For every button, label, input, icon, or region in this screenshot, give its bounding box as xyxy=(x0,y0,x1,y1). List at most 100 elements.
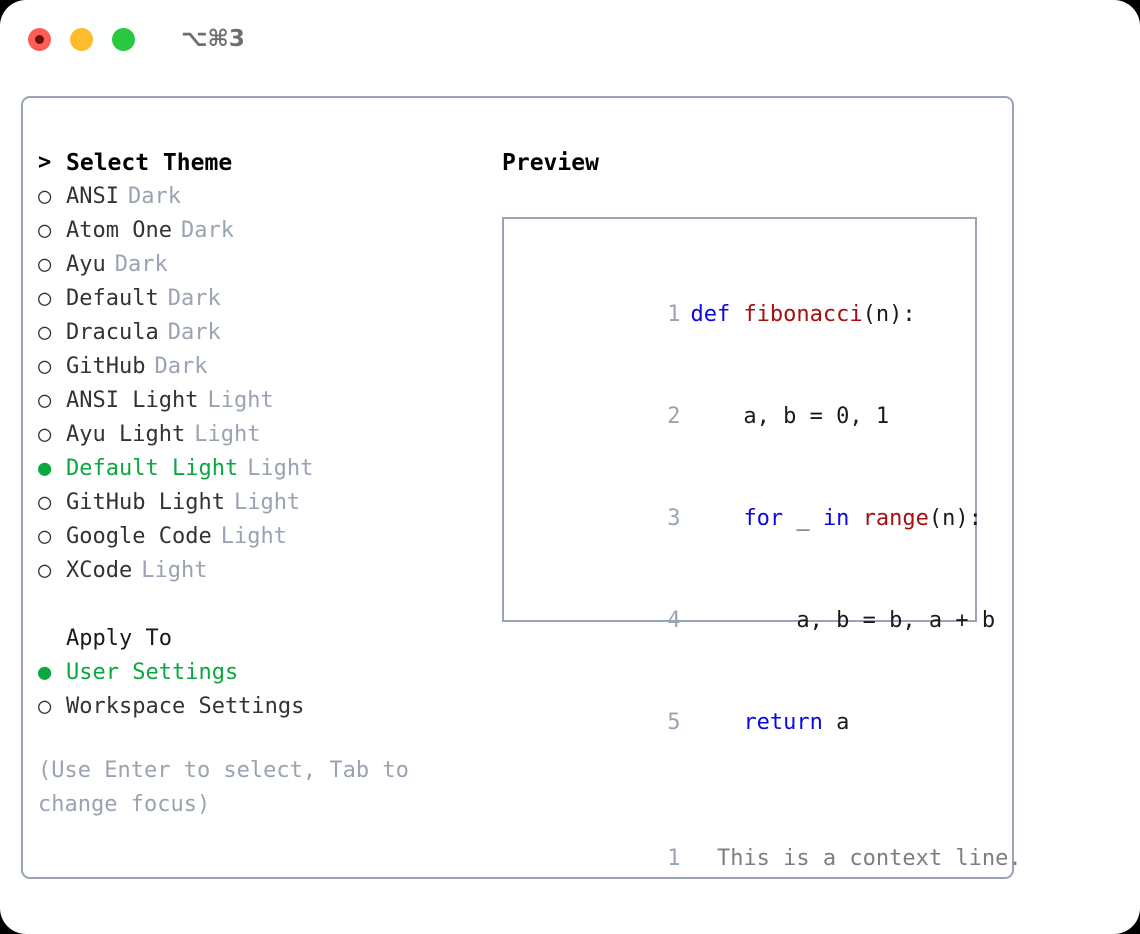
theme-option-tag: Light xyxy=(233,490,301,515)
theme-option-tag: Light xyxy=(207,388,274,413)
apply-to-heading: Apply To xyxy=(66,626,172,651)
theme-option-label: Google Code xyxy=(66,524,212,549)
theme-option-ansi-dark[interactable]: ○ ANSI Dark xyxy=(38,180,478,214)
code-line: 2 a, b = 0, 1 xyxy=(522,366,975,468)
keyboard-shortcut-label: ⌥⌘3 xyxy=(181,26,245,52)
window-titlebar: ⌥⌘3 xyxy=(0,0,1140,78)
theme-option-ayu-light[interactable]: ○ Ayu Light Light xyxy=(38,418,478,452)
theme-option-google-code[interactable]: ○ Google Code Light xyxy=(38,520,478,554)
code-token: return xyxy=(743,710,823,735)
apply-to-workspace-settings[interactable]: ○ Workspace Settings xyxy=(38,690,478,724)
code-token: def xyxy=(690,302,744,327)
code-token: for xyxy=(743,506,784,531)
radio-unselected-icon[interactable]: ○ xyxy=(38,286,52,311)
theme-option-label: GitHub Light xyxy=(66,490,225,515)
line-number: 1 xyxy=(667,302,681,327)
theme-option-tag: Dark xyxy=(167,320,221,345)
radio-selected-icon[interactable]: ● xyxy=(38,456,52,481)
theme-option-default-light[interactable]: ● Default Light Light xyxy=(38,452,478,486)
traffic-lights xyxy=(28,27,135,51)
preview-box: 1 def fibonacci (n): 2 a, b = 0, 1 3 for _… xyxy=(502,217,1022,871)
code-token xyxy=(690,506,743,531)
theme-option-label: Dracula xyxy=(66,320,159,345)
preview-heading: Preview xyxy=(502,150,599,176)
close-window-icon[interactable] xyxy=(28,27,51,51)
radio-unselected-icon[interactable]: ○ xyxy=(38,184,52,209)
select-theme-heading-label: Select Theme xyxy=(66,150,233,176)
theme-option-ayu-dark[interactable]: ○ Ayu Dark xyxy=(38,248,478,282)
code-token: fibonacci xyxy=(743,302,863,327)
theme-option-label: Atom One xyxy=(66,218,172,243)
theme-option-label: ANSI xyxy=(66,184,119,209)
line-number: 5 xyxy=(667,710,681,735)
theme-option-label: Ayu xyxy=(66,252,106,277)
radio-unselected-icon[interactable]: ○ xyxy=(38,422,52,447)
theme-option-tag: Light xyxy=(194,422,261,447)
theme-option-tag: Dark xyxy=(167,286,221,311)
theme-option-github-dark[interactable]: ○ GitHub Dark xyxy=(38,350,478,384)
line-number: 1 xyxy=(667,846,681,871)
code-token: _ xyxy=(783,506,823,531)
theme-option-tag: Light xyxy=(141,558,208,583)
theme-option-atom-one-dark[interactable]: ○ Atom One Dark xyxy=(38,214,478,248)
code-token: a xyxy=(822,710,850,735)
theme-option-label: ANSI Light xyxy=(66,388,199,413)
radio-unselected-icon[interactable]: ○ xyxy=(38,320,52,345)
radio-unselected-icon[interactable]: ○ xyxy=(38,490,52,515)
section-spacer xyxy=(38,588,478,622)
theme-option-tag: Dark xyxy=(154,354,208,379)
diff-text: This is a context line. xyxy=(703,846,1022,871)
code-token xyxy=(690,710,743,735)
code-line: 4 a, b = b, a + b xyxy=(522,570,995,672)
minimize-window-icon[interactable] xyxy=(70,27,93,51)
apply-to-label: User Settings xyxy=(66,660,239,685)
theme-option-label: GitHub xyxy=(66,354,146,379)
theme-option-xcode[interactable]: ○ XCode Light xyxy=(38,554,478,588)
theme-option-tag: Dark xyxy=(127,184,181,209)
code-line: 3 for _ in range(n): xyxy=(522,468,982,570)
radio-unselected-icon[interactable]: ○ xyxy=(38,218,52,243)
radio-unselected-icon[interactable]: ○ xyxy=(38,388,52,413)
diff-line-deleted: 2- This line was deleted. xyxy=(522,910,975,934)
theme-option-tag: Light xyxy=(247,456,314,481)
radio-selected-icon[interactable]: ● xyxy=(38,660,52,685)
diff-line-context: 1 This is a context line. xyxy=(522,808,1021,910)
theme-option-label: Default Light xyxy=(66,456,239,481)
theme-option-label: Ayu Light xyxy=(66,422,186,447)
line-number: 4 xyxy=(667,608,681,633)
apply-to-user-settings[interactable]: ● User Settings xyxy=(38,656,478,690)
apply-to-label: Workspace Settings xyxy=(66,694,305,719)
code-diff-separator xyxy=(522,774,975,808)
theme-option-dracula-dark[interactable]: ○ Dracula Dark xyxy=(38,316,478,350)
code-token: (n): xyxy=(928,506,982,531)
theme-option-label: Default xyxy=(66,286,159,311)
radio-unselected-icon[interactable]: ○ xyxy=(38,354,52,379)
radio-unselected-icon[interactable]: ○ xyxy=(38,524,52,549)
theme-option-github-light[interactable]: ○ GitHub Light Light xyxy=(38,486,478,520)
zoom-window-icon[interactable] xyxy=(112,27,135,51)
code-token: a, b = 0, 1 xyxy=(690,404,890,429)
radio-unselected-icon[interactable]: ○ xyxy=(38,694,52,719)
main-panel: > Select Theme ○ ANSI Dark ○ Atom One Da… xyxy=(21,96,1022,879)
theme-option-tag: Dark xyxy=(114,252,168,277)
diff-sign xyxy=(690,846,703,871)
radio-unselected-icon[interactable]: ○ xyxy=(38,558,52,583)
theme-option-label: XCode xyxy=(66,558,133,583)
theme-option-tag: Dark xyxy=(180,218,234,243)
theme-option-default-dark[interactable]: ○ Default Dark xyxy=(38,282,478,316)
line-number: 2 xyxy=(667,404,681,429)
theme-option-ansi-light[interactable]: ○ ANSI Light Light xyxy=(38,384,478,418)
code-token: range xyxy=(862,506,929,531)
code-token: a, b = b, a + b xyxy=(690,608,996,633)
preview-column: Preview 1 def fibonacci (n): 2 a, b = 0, 1… xyxy=(502,146,1022,871)
line-number: 3 xyxy=(667,506,681,531)
radio-unselected-icon[interactable]: ○ xyxy=(38,252,52,277)
theme-option-tag: Light xyxy=(220,524,287,549)
theme-picker-column: > Select Theme ○ ANSI Dark ○ Atom One Da… xyxy=(38,146,478,822)
keyboard-hint-text: (Use Enter to select, Tab to change focu… xyxy=(38,758,409,817)
code-line: 5 return a xyxy=(522,672,975,774)
prompt-caret-icon: > xyxy=(38,150,52,175)
code-token: in xyxy=(822,506,863,531)
